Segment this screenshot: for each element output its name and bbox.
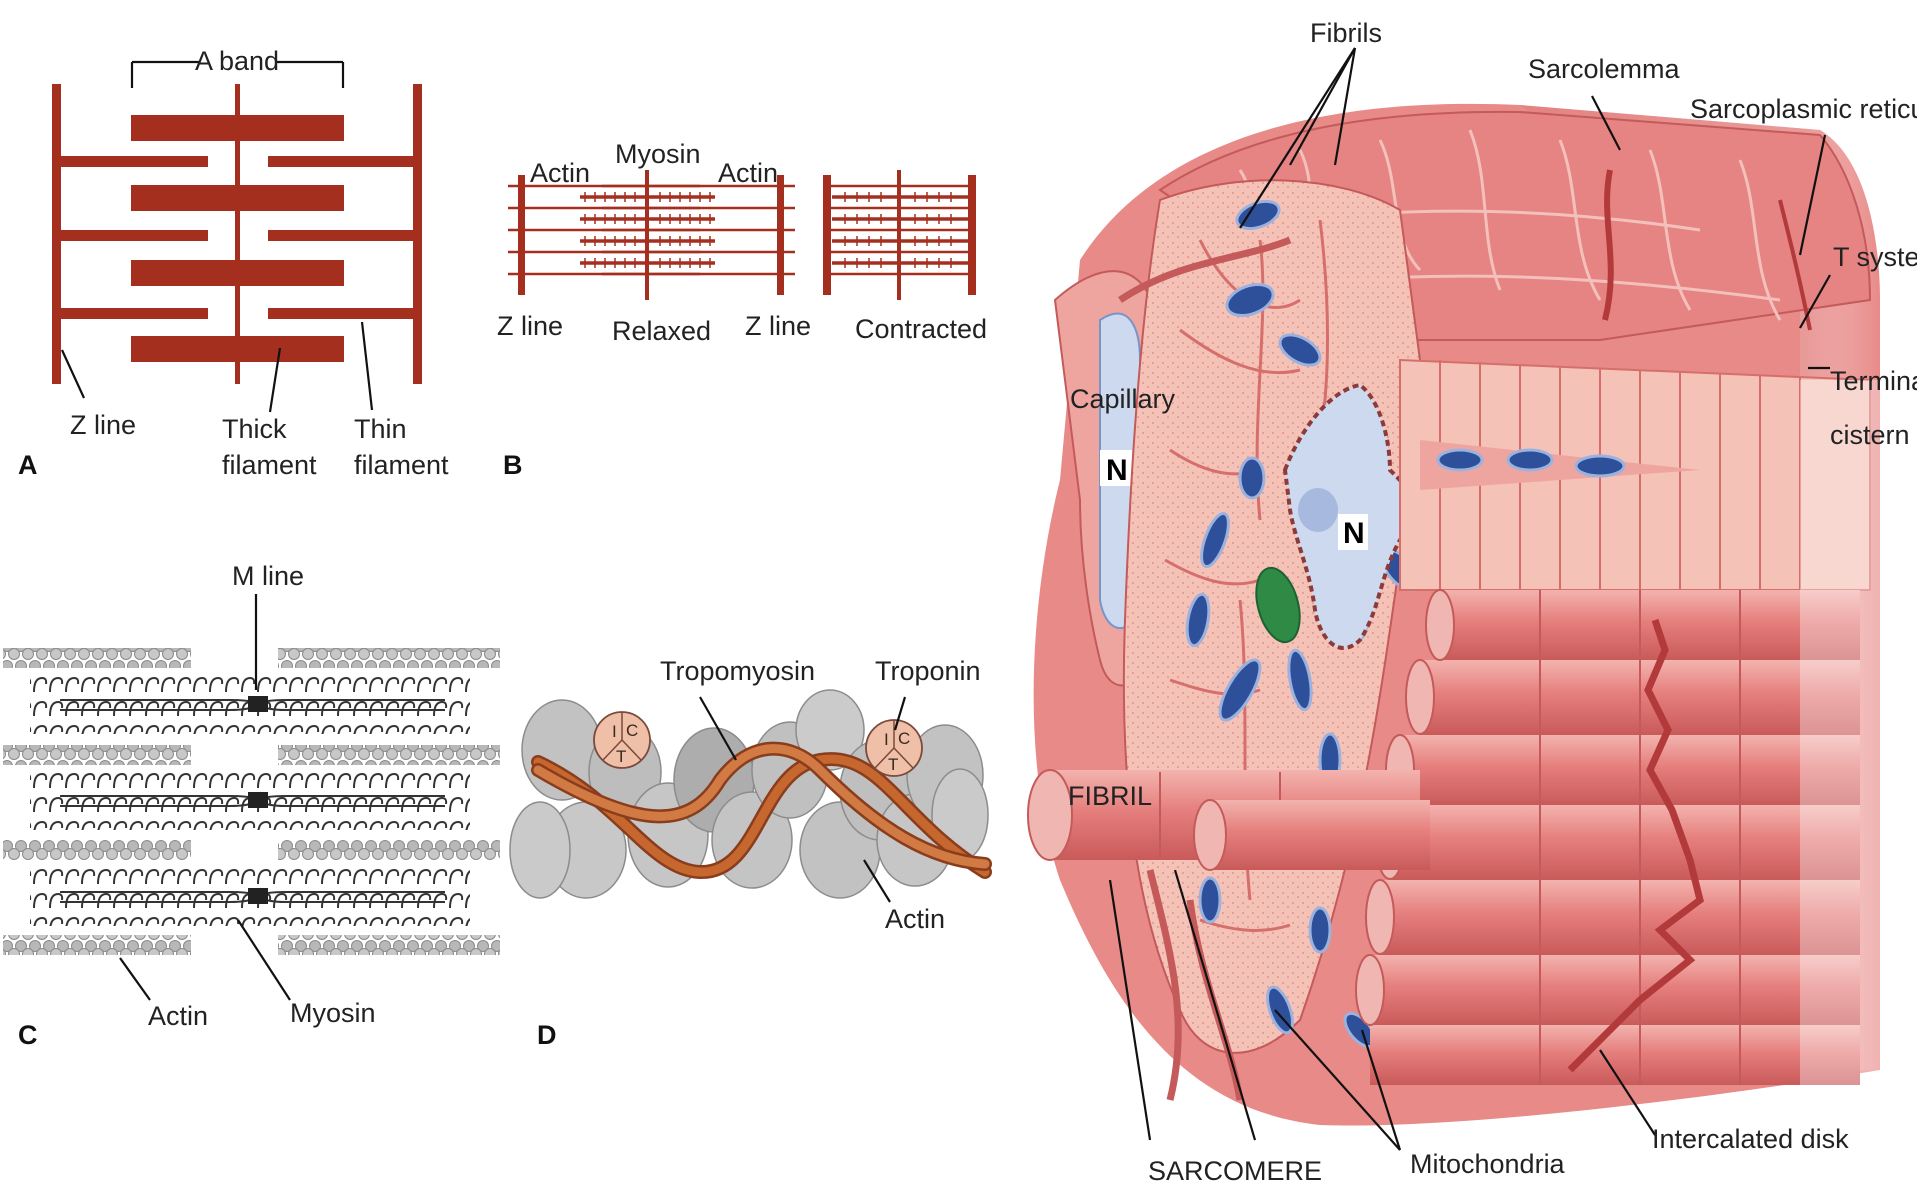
- thin-filament-label-1: Thin: [354, 414, 407, 444]
- z-line-label: Z line: [70, 410, 136, 440]
- c-actin-label: Actin: [148, 1001, 208, 1031]
- panel-b: Actin Myosin Actin Z line Relaxed Z line…: [497, 139, 987, 480]
- troponin-2-c: C: [898, 729, 910, 748]
- z-line-left: [52, 84, 61, 384]
- troponin-1-c: C: [626, 721, 638, 740]
- b-relaxed-label: Relaxed: [612, 316, 711, 346]
- b-z-line-right-label: Z line: [745, 311, 811, 341]
- thick-filament-label-1: Thick: [222, 414, 287, 444]
- capillary-label: Capillary: [1070, 384, 1176, 414]
- capillary-nucleus-label: N: [1106, 454, 1128, 487]
- myosin-bundle-1: [30, 674, 470, 734]
- troponin-complex-2: I C T: [866, 720, 922, 776]
- troponin-2-i: I: [884, 730, 889, 749]
- d-troponin-label: Troponin: [875, 656, 981, 686]
- panel-letter-a: A: [18, 450, 38, 480]
- a-band-bracket: A band: [132, 46, 343, 88]
- sarcoplasmic-reticulum-label: Sarcoplasmic reticulum: [1690, 94, 1917, 124]
- relaxed-sarcomere: [508, 170, 795, 300]
- actin-row-4: [3, 935, 500, 955]
- d-tropomyosin-label: Tropomyosin: [660, 656, 815, 686]
- sarcolemma-label: Sarcolemma: [1528, 54, 1681, 84]
- intercalated-disk-label: Intercalated disk: [1652, 1124, 1849, 1154]
- b-z-line-left-label: Z line: [497, 311, 563, 341]
- actin-row-1: [3, 648, 500, 668]
- b-contracted-label: Contracted: [855, 314, 987, 344]
- panel-d: I C T I C T Tropomyosin Troponin Actin D: [510, 656, 988, 1050]
- c-myosin-label: Myosin: [290, 998, 376, 1028]
- actin-row-2: [3, 745, 500, 765]
- foreground-fibrils: FIBRIL: [1028, 770, 1430, 870]
- cell-nucleus-label: N: [1343, 517, 1365, 550]
- mitochondria-label: Mitochondria: [1410, 1149, 1566, 1179]
- t-system-label: T system: [1833, 242, 1917, 272]
- myosin-bundle-3: [30, 866, 470, 926]
- fibril-label: FIBRIL: [1068, 781, 1152, 811]
- b-actin-right-label: Actin: [718, 158, 778, 188]
- thin-filament-label-2: filament: [354, 450, 449, 480]
- terminal-cistern-label-1: Terminal: [1830, 366, 1917, 396]
- d-actin-label: Actin: [885, 904, 945, 934]
- thick-filament-label-2: filament: [222, 450, 317, 480]
- actin-row-3: [3, 840, 500, 860]
- panel-a: A band Z line Thick filament Thin filame…: [18, 46, 449, 480]
- b-myosin-label: Myosin: [615, 139, 701, 169]
- a-band-label: A band: [195, 46, 279, 76]
- troponin-complex-1: I C T: [594, 712, 650, 768]
- fibrils-label: Fibrils: [1310, 18, 1382, 48]
- panel-letter-c: C: [18, 1020, 38, 1050]
- sarcomere-label: SARCOMERE: [1148, 1156, 1322, 1186]
- c-m-line-label: M line: [232, 561, 304, 591]
- troponin-1-t: T: [616, 747, 626, 766]
- panel-letter-b: B: [503, 450, 523, 480]
- troponin-1-i: I: [612, 722, 617, 741]
- troponin-2-t: T: [888, 755, 898, 774]
- panel-c: M line Actin Myosin C: [3, 561, 500, 1050]
- myosin-bundle-2: [30, 770, 470, 830]
- terminal-cistern-label-2: cistern: [1830, 420, 1910, 450]
- myofibril-block-upper: [1400, 360, 1870, 590]
- panel-letter-d: D: [537, 1020, 557, 1050]
- panel-e-cardiac-muscle: N: [1028, 18, 1917, 1186]
- contracted-sarcomere: [823, 170, 976, 300]
- b-actin-left-label: Actin: [530, 158, 590, 188]
